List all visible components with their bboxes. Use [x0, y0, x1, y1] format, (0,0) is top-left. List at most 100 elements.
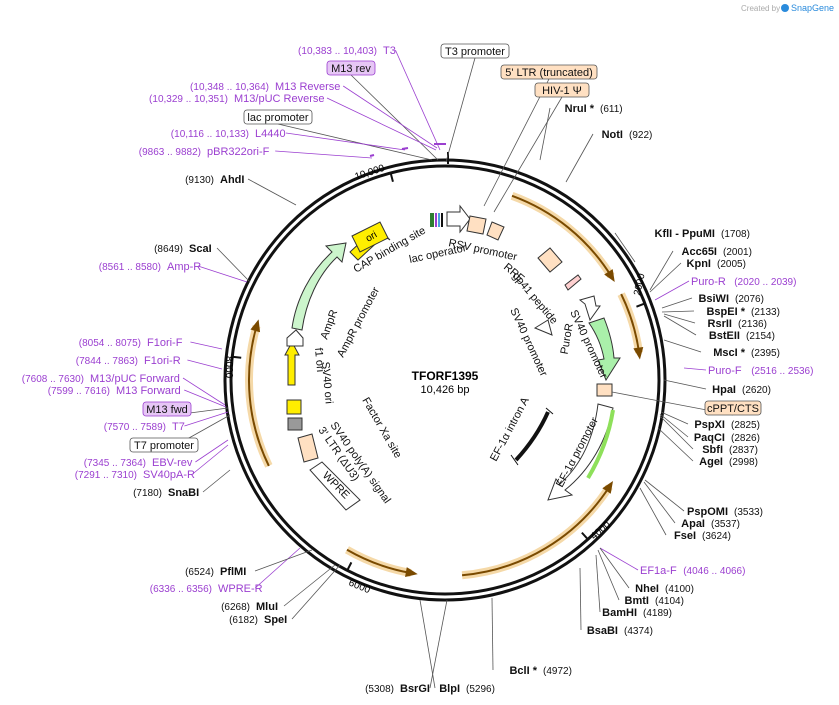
feature-ef1a-promoter[interactable] [547, 403, 614, 501]
primer-label[interactable]: (6336 .. 6356)WPRE-R [150, 583, 263, 595]
restriction-site-label[interactable]: BstEII(2154) [709, 330, 775, 342]
feature-cppt-box[interactable] [596, 383, 613, 397]
primer-label[interactable]: (7291 .. 7310)SV40pA-R [75, 469, 195, 481]
restriction-site-label[interactable]: PspXI(2825) [694, 419, 759, 431]
restriction-site-label[interactable]: RsrII(2136) [708, 318, 767, 330]
orf-arrowhead [633, 346, 644, 360]
primer-label[interactable]: (8054 .. 8075)F1ori-F [79, 337, 183, 349]
feature-5ltr-box[interactable] [466, 215, 487, 235]
feature-factor-xa-box[interactable] [287, 417, 303, 431]
restriction-site-label[interactable]: NotI(922) [602, 129, 653, 141]
svg-text:ori: ori [364, 230, 379, 245]
restriction-site-label[interactable]: BmtI(4104) [625, 595, 684, 607]
restriction-site-label[interactable]: (6182)SpeI [229, 614, 287, 626]
primer-label[interactable]: Puro-F(2516 .. 2536) [708, 365, 813, 377]
restriction-site-label[interactable]: BsaBI(4374) [587, 625, 653, 637]
restriction-site-label[interactable]: (9130)AhdI [185, 174, 244, 186]
restriction-site-label[interactable]: ApaI(3537) [681, 518, 740, 530]
primer-label[interactable]: (8561 .. 8580)Amp-R [99, 261, 202, 273]
restriction-site-label[interactable]: (6524)PflMI [185, 566, 246, 578]
restriction-site-label[interactable]: (5308)BsrGI [365, 683, 430, 695]
primer-label[interactable]: (10,116 .. 10,133)L4440 [171, 128, 286, 140]
feature-pill-label[interactable]: T3 promoter [440, 43, 510, 59]
primer-label[interactable]: (7345 .. 7364)EBV-rev [84, 457, 193, 469]
tick-mark [636, 302, 645, 308]
primer-label[interactable]: Puro-R(2020 .. 2039) [691, 276, 796, 288]
feature-ampr[interactable] [291, 242, 347, 331]
restriction-site-label[interactable]: KflI - PpuMI(1708) [655, 228, 750, 240]
primer-label[interactable]: EF1a-F(4046 .. 4066) [640, 565, 745, 577]
site-name: BamHI [602, 607, 637, 619]
leader-line [595, 554, 601, 613]
restriction-site-label[interactable]: BclI *(4972) [509, 665, 571, 677]
leader-line [395, 49, 441, 151]
primer-label[interactable]: (10,383 .. 10,403)T3 [298, 45, 396, 57]
primer-label[interactable]: (10,348 .. 10,364)M13 Reverse [190, 81, 340, 93]
feature-small-arrow[interactable] [286, 329, 304, 347]
feature-pill-label[interactable]: M13 fwd [142, 401, 192, 417]
backbone-inner [229, 164, 661, 596]
orf-arrowhead [405, 567, 418, 577]
primer-label[interactable]: (7599 .. 7616)M13 Forward [48, 385, 181, 397]
feature-f1ori[interactable] [284, 340, 300, 386]
pill-box [534, 82, 590, 98]
primer-label[interactable]: (7608 .. 7630)M13/pUC Forward [22, 373, 180, 385]
restriction-site-label[interactable]: Acc65I(2001) [682, 246, 752, 258]
restriction-site-label[interactable]: NruI *(611) [565, 103, 623, 115]
primer-position: (10,116 .. 10,133) [171, 129, 249, 140]
feature-puror[interactable] [588, 317, 621, 382]
feature-psi-box[interactable] [486, 221, 505, 241]
feature-ori[interactable]: ori [349, 221, 391, 261]
primer-name: EBV-rev [152, 457, 193, 469]
site-name: BclI * [509, 665, 537, 677]
primer-label[interactable]: (7570 .. 7589)T7 [104, 421, 185, 433]
restriction-site-label[interactable]: BsiWI(2076) [698, 293, 763, 305]
restriction-site-label[interactable]: HpaI(2620) [712, 384, 771, 396]
feature-rre-box[interactable] [537, 247, 563, 273]
primer-label[interactable]: (10,329 .. 10,351)M13/pUC Reverse [149, 93, 324, 105]
primer-label[interactable]: (7844 .. 7863)F1ori-R [76, 355, 181, 367]
feature-pill-label[interactable]: M13 rev [326, 60, 376, 76]
feature-pill-label[interactable]: 5' LTR (truncated) [500, 64, 598, 80]
restriction-site-label[interactable]: PspOMI(3533) [687, 506, 763, 518]
restriction-site-label[interactable]: BlpI(5296) [439, 683, 495, 695]
restriction-site-label[interactable]: BspEI *(2133) [706, 306, 779, 318]
feature-lac-markers[interactable] [430, 213, 443, 227]
restriction-site-label[interactable]: NheI(4100) [635, 583, 694, 595]
feature-pill-label[interactable]: cPPT/CTS [704, 400, 762, 416]
feature-sv40-small-arrow[interactable] [533, 319, 553, 336]
restriction-site-label[interactable]: (7180)SnaBI [133, 487, 199, 499]
restriction-site-label[interactable]: MscI *(2395) [713, 347, 780, 359]
feature-pill-label[interactable]: T7 promoter [129, 437, 199, 453]
feature-sv40-ori-box[interactable] [286, 399, 302, 415]
feature-3ltr-box[interactable] [297, 433, 319, 463]
feature-gp41-box[interactable] [564, 274, 582, 291]
feature-sv40-promoter-arrow[interactable] [578, 295, 601, 322]
plasmid-size: 10,426 bp [421, 384, 470, 396]
orf-arc[interactable] [248, 325, 270, 467]
leader-line [254, 547, 301, 589]
restriction-site-label[interactable]: KpnI(2005) [687, 258, 746, 270]
leader-line [654, 280, 690, 301]
orf-arc[interactable] [511, 194, 613, 277]
leader-line [493, 96, 563, 213]
restriction-site-label[interactable]: AgeI(2998) [699, 456, 758, 468]
leader-line [277, 123, 433, 161]
restriction-site-label[interactable]: (8649)ScaI [154, 243, 212, 255]
restriction-site-label[interactable]: PaqCI(2826) [694, 432, 760, 444]
feature-pill-label[interactable]: HIV-1 Ψ [534, 82, 590, 98]
feature-ef1a-intron[interactable] [514, 411, 550, 462]
site-name: RsrII [708, 318, 732, 330]
restriction-site-label[interactable]: SbfI(2837) [702, 444, 758, 456]
restriction-site-label[interactable]: BamHI(4189) [602, 607, 672, 619]
primer-label[interactable]: (9863 .. 9882)pBR322ori-F [139, 146, 270, 158]
site-name: SnaBI [168, 487, 199, 499]
feature-rsv-arrow[interactable] [446, 204, 471, 234]
leader-line [657, 427, 694, 462]
feature-pill-label[interactable]: lac promoter [243, 109, 313, 125]
restriction-site-label[interactable]: (6268)MluI [221, 601, 278, 613]
feature-wpre-box[interactable] [309, 461, 361, 511]
orf-arc[interactable] [461, 486, 611, 577]
restriction-site-label[interactable]: FseI(3624) [674, 530, 731, 542]
